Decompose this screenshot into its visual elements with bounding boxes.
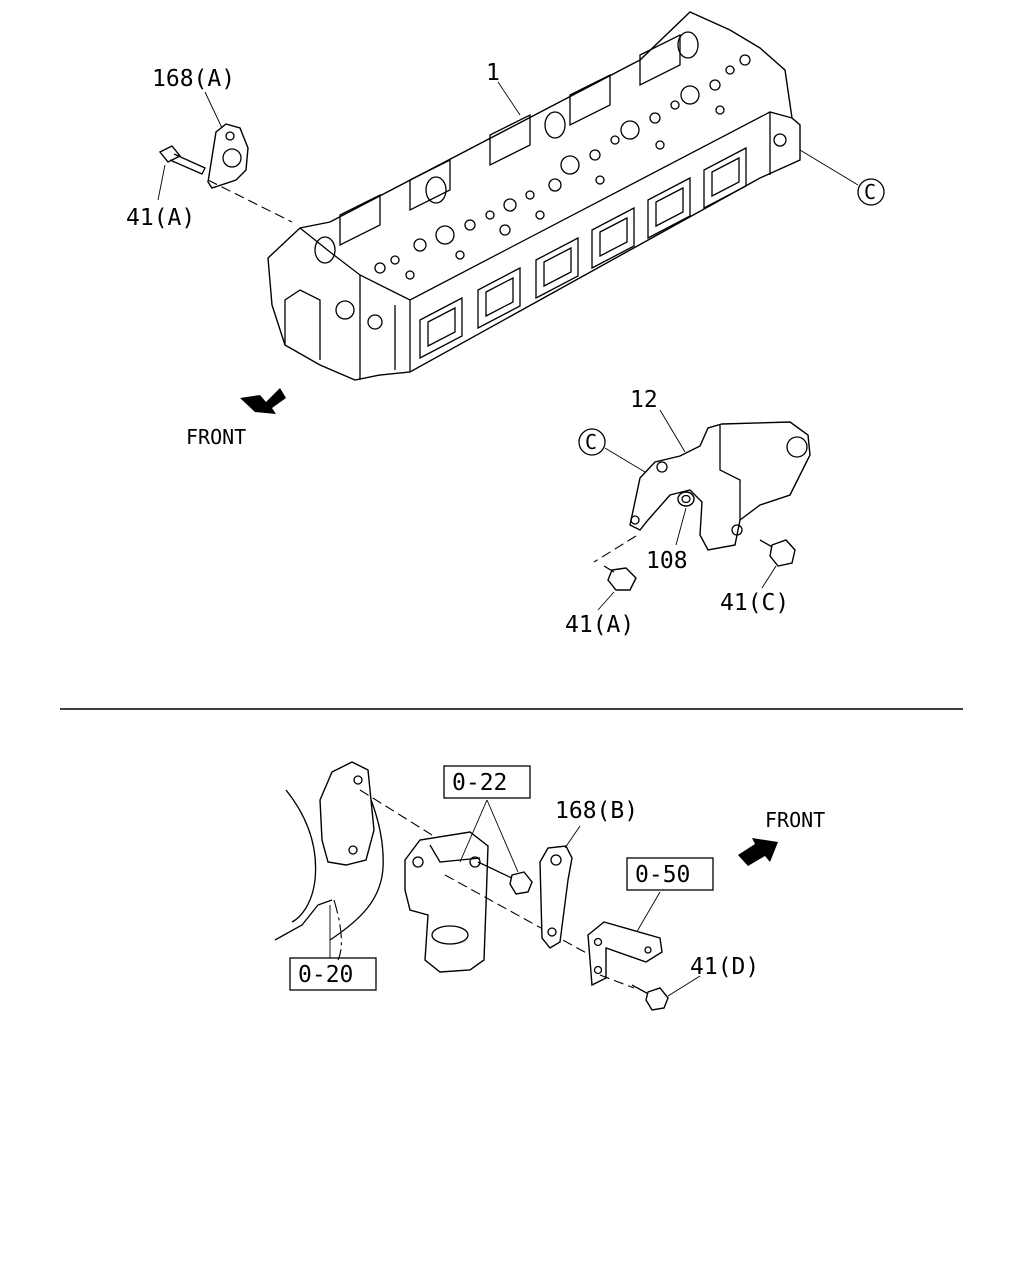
front-label-top: FRONT <box>186 425 246 449</box>
callout-c-top: C <box>864 180 876 204</box>
assembly-line-bottom-1 <box>359 789 441 841</box>
circle-c-top <box>857 178 885 206</box>
assembly-line-mid <box>593 535 637 563</box>
leader-41c <box>761 565 777 589</box>
callout-41a-top: 41(A) <box>126 205 195 231</box>
bracket-12 <box>629 421 811 551</box>
deck-bores <box>335 54 751 330</box>
leader-41d <box>667 975 701 997</box>
cam-towers <box>314 31 699 264</box>
plate-168a <box>207 123 249 189</box>
callout-12: 12 <box>630 387 658 413</box>
assembly-line-bottom-3 <box>599 974 635 989</box>
leader-168b <box>564 825 581 849</box>
flywheel-housing <box>274 761 384 961</box>
callout-41d: 41(D) <box>690 954 759 980</box>
engine-mount <box>404 831 489 973</box>
ref-022[interactable]: 0-22 <box>452 770 507 796</box>
bolt-41c <box>759 539 796 567</box>
callout-41a-mid: 41(A) <box>565 612 634 638</box>
leader-c-top <box>799 149 859 186</box>
bolt-41a-mid <box>603 565 637 591</box>
bolt-41d <box>631 984 669 1011</box>
leader-part-1 <box>497 81 521 116</box>
leader-41a-mid <box>597 591 615 611</box>
ref-box-050[interactable] <box>626 857 714 891</box>
front-arrow-top <box>240 388 286 414</box>
plate-168b <box>539 845 573 949</box>
callout-part-1: 1 <box>486 60 500 86</box>
callout-168a: 168(A) <box>152 66 235 92</box>
cylinder-head <box>267 11 801 381</box>
ref-box-022[interactable] <box>443 765 531 799</box>
leader-41a-top <box>157 164 166 201</box>
callout-c-mid: C <box>585 430 597 454</box>
ref-box-020[interactable] <box>289 957 377 991</box>
leader-022-a <box>459 799 488 863</box>
leader-c-mid <box>604 447 646 473</box>
callout-41c: 41(C) <box>720 590 789 616</box>
front-label-bottom: FRONT <box>765 808 825 832</box>
assembly-line-bottom-2 <box>444 874 591 956</box>
callout-168b: 168(B) <box>555 798 638 824</box>
callout-108: 108 <box>646 548 688 574</box>
bolt-022 <box>477 861 533 895</box>
assembly-line-top <box>207 179 293 223</box>
intake-ports <box>419 146 747 360</box>
washer-108 <box>677 491 695 507</box>
front-arrow-bottom <box>738 838 778 866</box>
angle-bracket <box>587 921 663 987</box>
leader-022-b <box>486 799 519 873</box>
leader-108 <box>675 507 687 546</box>
circle-c-mid <box>578 428 606 456</box>
ref-050[interactable]: 0-50 <box>635 862 690 888</box>
ref-020[interactable]: 0-20 <box>298 962 353 988</box>
bolt-41a-top <box>158 145 206 175</box>
leader-12 <box>659 409 686 453</box>
leader-168a <box>204 91 223 129</box>
